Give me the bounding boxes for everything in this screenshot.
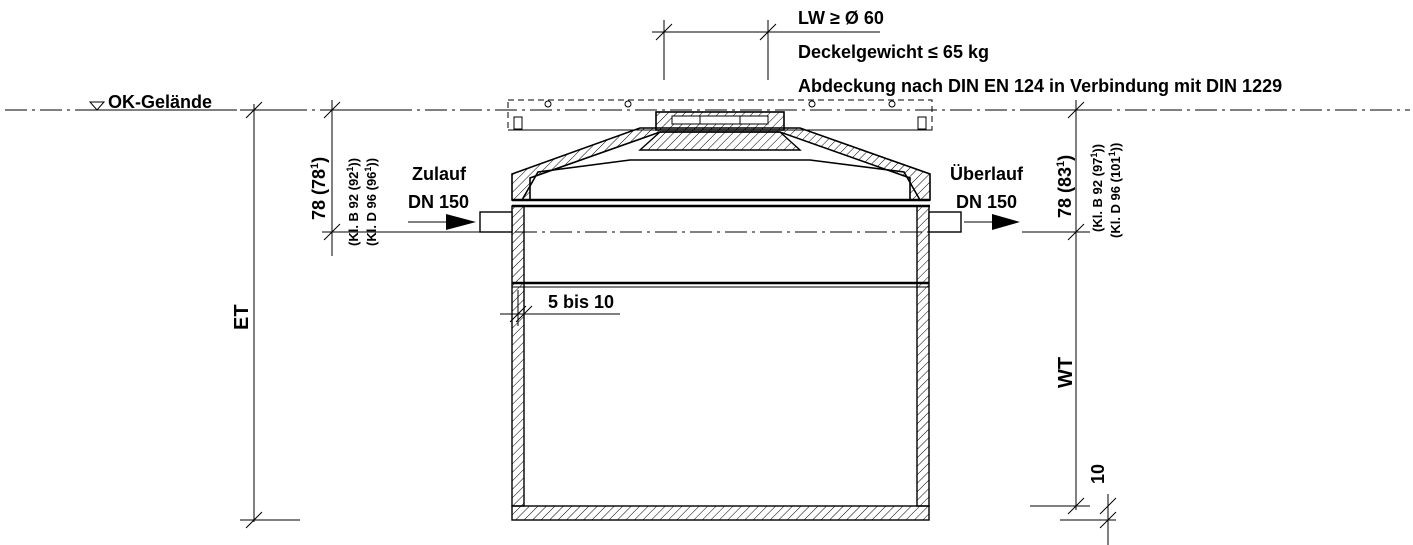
right-floor-dimension: [1060, 494, 1117, 545]
left-total-dimension: [240, 101, 300, 529]
shaft-walls: [511, 205, 930, 521]
outlet-title: Überlauf: [950, 164, 1024, 184]
outlet-pipe: [928, 211, 962, 233]
inlet-arrow-icon: [408, 214, 476, 230]
inlet-size: DN 150: [408, 192, 469, 212]
shaft-cone: [511, 127, 931, 201]
ground-label: OK-Gelände: [108, 92, 212, 112]
left-class-d-label: (Kl. D 96 (961)): [363, 158, 379, 246]
ground-marker-icon: [86, 101, 230, 111]
cover-weight-label: Deckelgewicht ≤ 65 kg: [798, 42, 989, 62]
opening-label: LW ≥ Ø 60: [798, 8, 884, 28]
total-depth-label: ET: [231, 304, 253, 330]
outlet-arrow-icon: [964, 214, 1020, 230]
outlet-size: DN 150: [956, 192, 1017, 212]
right-depth-label: 78 (831): [1055, 155, 1075, 218]
inlet-pipe: [479, 211, 513, 233]
right-outlet-dimension: [1022, 100, 1090, 246]
gap-dimension: [500, 290, 620, 326]
left-depth-label: 78 (781): [309, 157, 329, 220]
cover-standard-label: Abdeckung nach DIN EN 124 in Verbindung …: [798, 76, 1282, 96]
left-inlet-dimension: [322, 100, 480, 256]
left-class-b-label: (Kl. B 92 (921)): [345, 158, 361, 246]
water-depth-label: WT: [1055, 357, 1077, 388]
floor-thickness-label: 10: [1088, 464, 1108, 484]
right-class-b-label: (Kl. B 92 (971)): [1089, 144, 1105, 232]
right-class-d-label: (Kl. D 96 (1011)): [1107, 143, 1123, 238]
opening-dimension: [652, 20, 880, 80]
right-water-dimension: [1030, 232, 1090, 515]
vessel-lid: [512, 159, 930, 208]
gap-label: 5 bis 10: [548, 292, 614, 312]
inlet-title: Zulauf: [412, 164, 467, 184]
